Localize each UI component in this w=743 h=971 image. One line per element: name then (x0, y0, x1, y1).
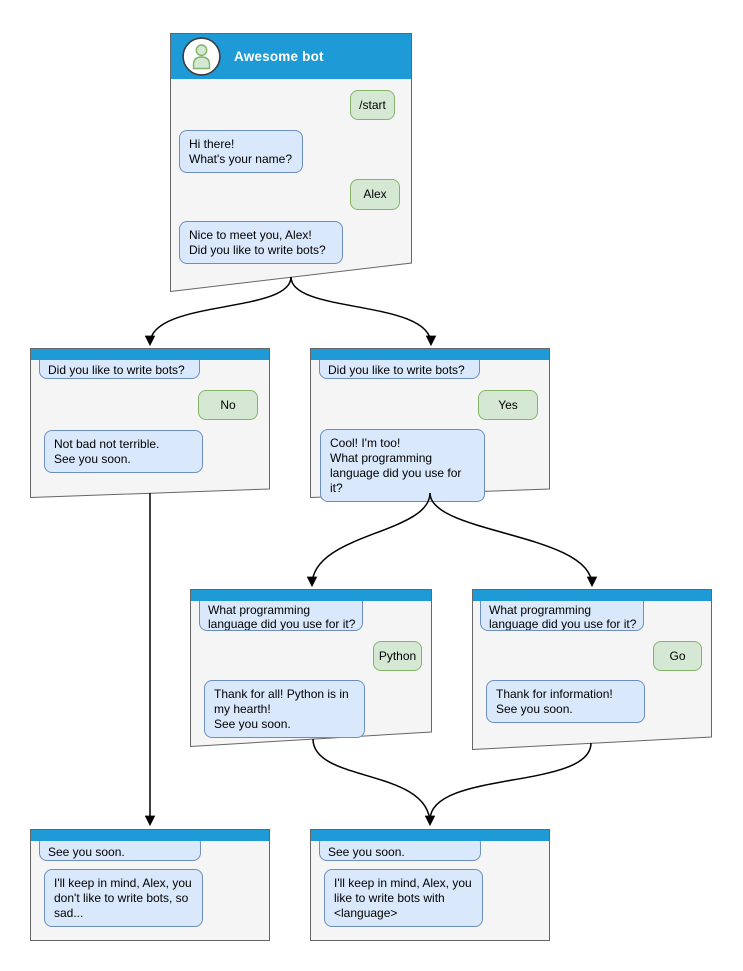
arrow-yes-to-go (429, 492, 598, 588)
chat-node-python: What programming language did you use fo… (190, 589, 432, 747)
chat-header (311, 830, 549, 841)
chat-node-end-yes: See you soon. I'll keep in mind, Alex, y… (310, 829, 550, 941)
bot-message-ask-bots: Nice to meet you, Alex! Did you like to … (179, 221, 343, 264)
bot-message-greeting: Hi there! What's your name? (179, 130, 303, 173)
bot-reply: Thank for all! Python is in my hearth! S… (204, 680, 365, 738)
chat-node-end-no: See you soon. I'll keep in mind, Alex, y… (30, 829, 270, 941)
chat-node-no: Did you like to write bots? No Not bad n… (30, 348, 270, 498)
user-answer-python: Python (373, 641, 422, 671)
chat-node-go: What programming language did you use fo… (472, 589, 712, 750)
chat-node-yes: Did you like to write bots? Yes Cool! I'… (310, 348, 550, 502)
arrow-yes-to-python (306, 492, 431, 588)
chat-node-main: Awesome bot /start Hi there! What's your… (170, 33, 412, 292)
bot-reply: I'll keep in mind, Alex, you like to wri… (324, 869, 483, 927)
chat-header (311, 349, 549, 360)
user-answer-no: No (198, 390, 258, 420)
bot-reply: I'll keep in mind, Alex, you don't like … (44, 869, 203, 927)
user-answer-go: Go (653, 641, 702, 671)
chat-header (473, 590, 711, 601)
chat-header (191, 590, 431, 601)
bot-reply: Not bad not terrible. See you soon. (44, 430, 203, 473)
chat-header (31, 830, 269, 841)
arrow-go-to-end (429, 742, 592, 821)
bot-reply: Cool! I'm too! What programming language… (320, 429, 485, 502)
arrow-python-to-end (312, 738, 436, 827)
bot-reply: Thank for information! See you soon. (486, 680, 645, 723)
person-icon (182, 37, 221, 76)
chat-header: Awesome bot (171, 34, 411, 79)
chat-title: Awesome bot (234, 49, 324, 64)
user-message-name: Alex (350, 179, 400, 210)
user-message-start: /start (350, 90, 395, 120)
user-answer-yes: Yes (478, 390, 538, 420)
chat-header (31, 349, 269, 360)
bot-avatar (182, 37, 221, 76)
